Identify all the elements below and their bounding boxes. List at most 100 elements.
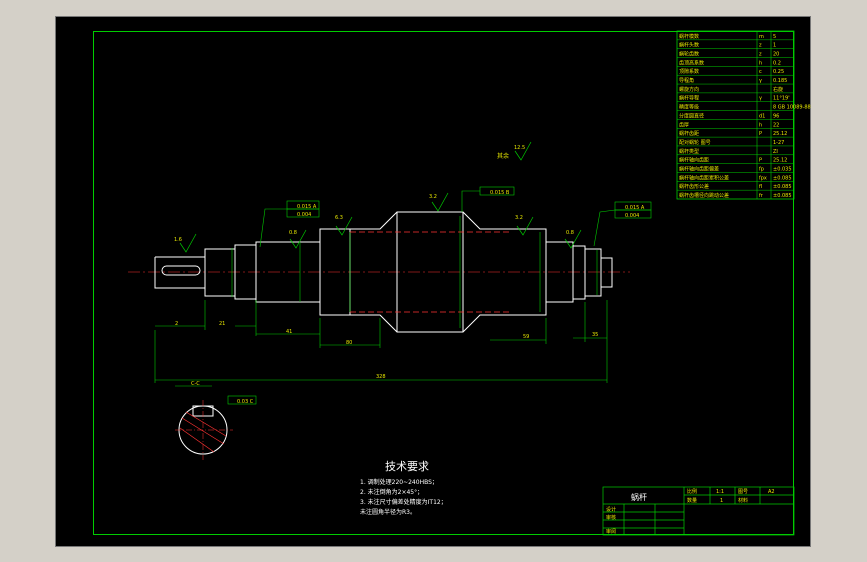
dim-label: 80 [346, 340, 352, 346]
param-value: ±0.085 [773, 184, 792, 190]
param-symbol: h [759, 122, 762, 128]
gdt-value: 0.004 [625, 213, 639, 219]
gdt-frames [227, 186, 652, 405]
dim-label: 59 [523, 334, 529, 340]
param-value: ±0.085 [773, 175, 792, 181]
param-name: 蜗杆类型 [679, 148, 699, 155]
title-block-text: 蜗杆 比例 1:1 图号 A2 数量 1 材料 设计 审核 审阅 [606, 488, 775, 535]
param-value: 25.12 [773, 131, 787, 137]
param-value: 0.25 [773, 69, 784, 75]
dimension-labels: 2 21 41 80 59 328 35 [175, 321, 598, 380]
section-view: C-C [175, 381, 233, 460]
title-block-row: 审核 [606, 514, 616, 521]
param-symbol: z [759, 43, 762, 49]
drawing-no-label: 图号 [738, 489, 748, 495]
material-label: 材料 [738, 497, 748, 504]
tech-req-line: 3. 未注尺寸偏差处精度为IT12； [360, 498, 447, 506]
roughness-other-value: 12.5 [514, 145, 525, 151]
qty-value: 1 [720, 498, 723, 504]
param-value: 22 [773, 122, 779, 128]
param-name: 分度圆直径 [679, 112, 704, 119]
param-symbol: z [759, 52, 762, 58]
param-name: 螺旋方向 [679, 86, 699, 93]
param-symbol: c [759, 69, 762, 75]
param-name: 蜗杆导程 [679, 95, 699, 102]
param-name: 顶隙系数 [679, 68, 699, 75]
param-symbol: fl [759, 184, 762, 190]
parameter-table: 蜗杆模数 m 5 蜗杆头数 z 1 蜗轮齿数 z 20 齿顶高系数 h 0.2 顶隙系数 c 0.25 导程角… [676, 30, 811, 200]
param-name: 蜗杆头数 [679, 42, 699, 49]
param-value: 右旋 [773, 86, 783, 93]
dim-label: 41 [286, 329, 292, 335]
drawing-no-value: A2 [768, 489, 775, 495]
param-symbol: fp [759, 166, 764, 172]
roughness-value: 3.2 [515, 215, 523, 221]
dimension-lines [154, 216, 608, 383]
title-block [602, 486, 795, 536]
tech-req-line: 未注圆角半径为R3。 [360, 508, 416, 516]
gdt-value: 0.004 [297, 212, 311, 218]
param-value: 5 [773, 34, 776, 40]
param-value: ZI [773, 149, 778, 155]
tech-req-line: 2. 未注倒角为2×45°； [360, 488, 423, 496]
param-value: 0.185 [773, 78, 787, 84]
param-value: ±0.035 [773, 166, 792, 172]
param-name: 蜗杆轴向齿距累积公差 [679, 174, 729, 181]
param-value: 8 GB 10089-88 [773, 105, 811, 111]
param-symbol: γ [759, 96, 762, 102]
param-symbol: fpx [759, 175, 767, 181]
qty-label: 数量 [687, 497, 697, 504]
param-symbol: m [759, 34, 764, 40]
section-label: C-C [191, 381, 200, 387]
scale-label: 比例 [687, 488, 697, 495]
param-value: 11°19' [773, 96, 790, 102]
param-symbol: γ [759, 78, 762, 84]
param-name: 蜗杆轴向齿距偏差 [679, 165, 719, 172]
dim-label: 35 [592, 332, 598, 338]
param-symbol: d1 [759, 113, 765, 119]
title-block-row: 设计 [606, 506, 616, 513]
param-name: 蜗杆齿槽径向跳动公差 [679, 192, 729, 199]
roughness-other-label: 其余 [497, 152, 509, 160]
param-value: 96 [773, 113, 779, 119]
roughness-value: 3.2 [429, 194, 437, 200]
param-value: 1-27 [773, 140, 784, 146]
dim-label: 2 [175, 321, 178, 327]
tech-req-line: 1. 调制处理220~240HBS； [360, 478, 438, 486]
param-name: 蜗杆模数 [679, 33, 699, 40]
tech-req-heading: 技术要求 [385, 460, 429, 473]
title-block-row: 审阅 [606, 528, 616, 535]
param-name: 蜗轮齿数 [679, 51, 699, 58]
param-value: 1 [773, 43, 776, 49]
dim-label: 21 [219, 321, 225, 327]
gdt-value: 0.03 C [237, 399, 254, 405]
param-name: 蜗杆齿距 [679, 130, 699, 137]
technical-requirements: 技术要求 1. 调制处理220~240HBS； 2. 未注倒角为2×45°； 3… [360, 460, 447, 516]
param-symbol: P [759, 158, 762, 164]
drawing-title: 蜗杆 [631, 492, 647, 502]
param-symbol: fr [759, 193, 764, 199]
roughness-value: 0.8 [566, 230, 574, 236]
gdt-value: 0.015 A [625, 205, 645, 211]
drawing-sheet [55, 16, 811, 547]
param-name: 齿顶高系数 [679, 59, 704, 66]
param-name: 精度等级 [679, 104, 699, 111]
dim-label: 328 [376, 374, 386, 380]
gdt-value: 0.015 B [490, 190, 510, 196]
param-symbol: h [759, 60, 762, 66]
param-name: 配对蜗轮 图号 [679, 139, 711, 146]
roughness-value: 1.6 [174, 237, 182, 243]
param-symbol: P [759, 131, 762, 137]
param-value: 25.12 [773, 158, 787, 164]
param-name: 导程角 [679, 77, 694, 84]
param-name: 蜗杆轴向齿距 [679, 157, 709, 164]
param-value: 0.2 [773, 60, 781, 66]
param-name: 蜗杆齿形公差 [679, 183, 709, 190]
gdt-value: 0.015 A [297, 204, 317, 210]
param-value: ±0.085 [773, 193, 792, 199]
param-value: 20 [773, 52, 779, 58]
roughness-symbols [179, 141, 582, 253]
roughness-values: 1.6 0.8 3.2 6.3 0.8 3.2 其余 12.5 [174, 145, 574, 243]
drawing-frame [93, 31, 794, 535]
